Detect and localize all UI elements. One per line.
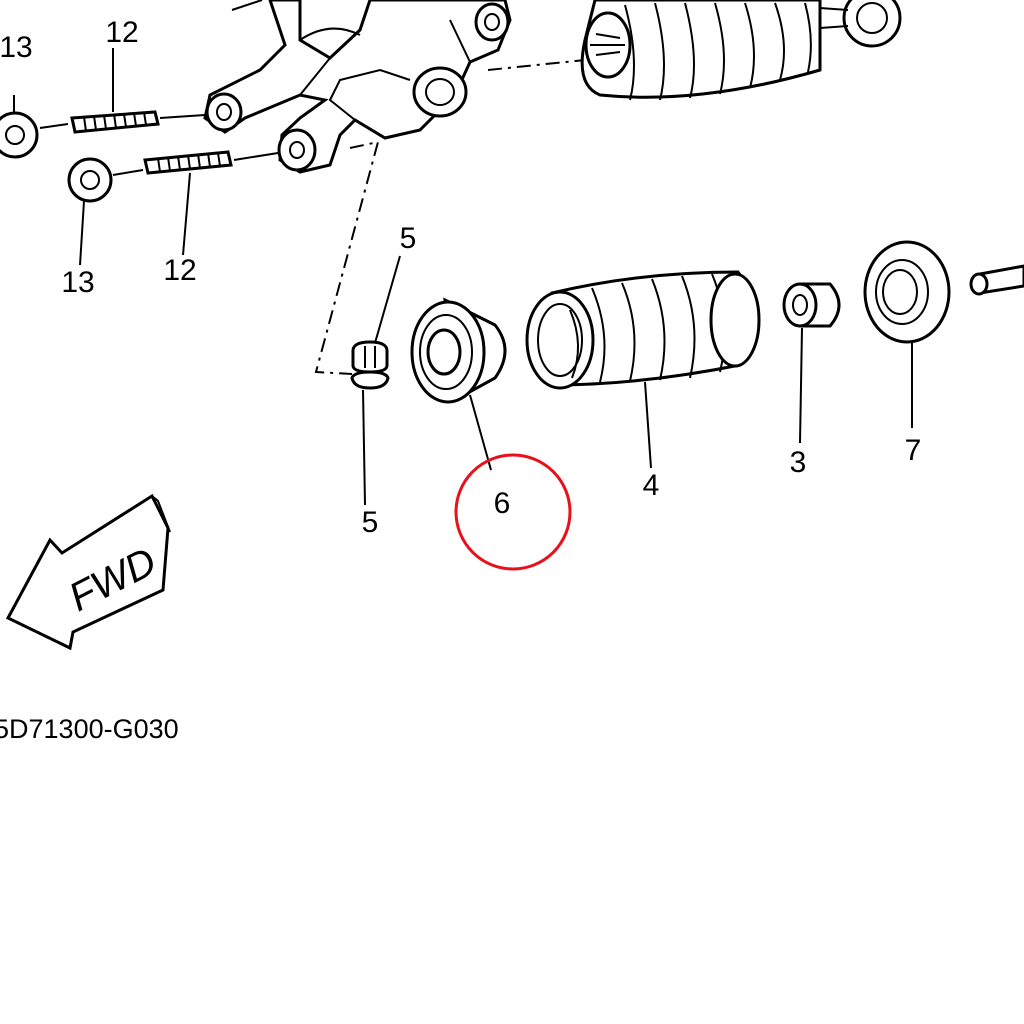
spring-seat bbox=[410, 297, 507, 404]
dashed-linkage-line bbox=[314, 140, 380, 375]
coil-spring bbox=[525, 270, 761, 390]
highlight-circle bbox=[454, 453, 572, 571]
callout-clip-upper: 5 bbox=[400, 222, 417, 255]
washer bbox=[863, 240, 951, 344]
clip-upper bbox=[351, 340, 389, 374]
callout-nut-upper: 13 bbox=[0, 31, 33, 64]
shock-spring-upper bbox=[487, 0, 902, 101]
callout-bolt-lower: 12 bbox=[163, 254, 196, 287]
collar bbox=[782, 282, 841, 328]
leader-lines bbox=[13, 48, 913, 506]
fwd-arrow-icon: FWD bbox=[5, 493, 171, 651]
callout-collar: 3 bbox=[790, 446, 807, 479]
callout-seat: 6 bbox=[494, 487, 511, 520]
nut-upper bbox=[0, 111, 69, 159]
callout-nut-lower: 13 bbox=[61, 266, 94, 299]
lever-bracket bbox=[203, 0, 512, 174]
bolt-upper bbox=[70, 110, 206, 134]
nut-lower bbox=[67, 157, 144, 203]
callout-bolt-upper: 12 bbox=[105, 16, 138, 49]
bolt-lower bbox=[143, 150, 279, 175]
callout-washer: 7 bbox=[905, 434, 922, 467]
drawing-code: 5D71300-G030 bbox=[0, 714, 179, 744]
rod-end bbox=[969, 264, 1024, 296]
callout-clip-lower: 5 bbox=[362, 506, 379, 539]
clip-lower bbox=[350, 370, 390, 390]
callout-spring: 4 bbox=[643, 469, 660, 502]
